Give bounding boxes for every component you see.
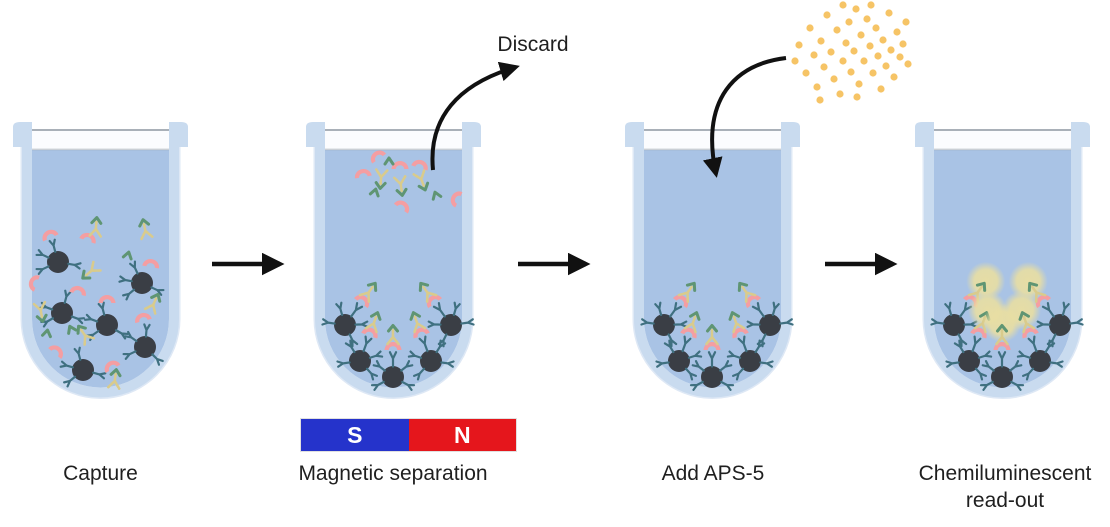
magnet: S N: [300, 418, 517, 452]
magnet-north-label: N: [453, 421, 471, 448]
tube-capture: [13, 122, 188, 399]
discard-label: Discard: [497, 33, 569, 56]
magnet-south-pole: S: [301, 419, 409, 451]
step-label-magnetic-separation: Magnetic separation: [298, 462, 488, 485]
tube-chemiluminescent-readout: [915, 122, 1090, 399]
aps5-substrate-dots: [791, 1, 912, 104]
magnet-north-pole: N: [408, 419, 516, 451]
step-label-chemiluminescent-readout: Chemiluminescent read-out: [918, 462, 1092, 512]
step-label-capture: Capture: [63, 462, 138, 485]
step-label-add-aps5: Add APS-5: [661, 462, 765, 485]
tube-add-aps5: [625, 122, 800, 399]
magnet-south-label: S: [347, 421, 363, 448]
tube-magnetic-separation: [306, 122, 481, 399]
